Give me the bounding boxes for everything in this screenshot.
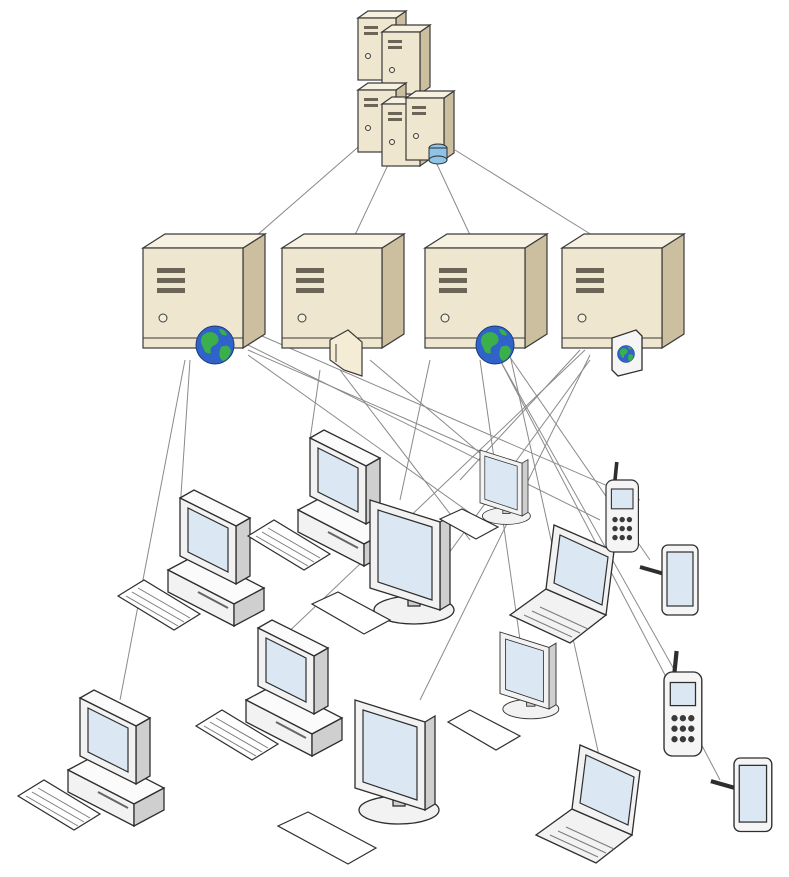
cell-phone-icon <box>604 460 641 554</box>
keyboard-icon <box>438 508 500 540</box>
web-page-server-icon <box>561 233 685 377</box>
file-server-icon <box>281 233 405 377</box>
laptop-icon <box>535 744 641 864</box>
lcd-monitor-icon <box>354 699 440 825</box>
folder-icon <box>329 329 363 377</box>
desktop-computer-icon <box>195 619 343 761</box>
desktop-computer-icon <box>117 489 265 631</box>
keyboard-icon <box>310 591 392 635</box>
server-cluster-icon <box>357 10 455 167</box>
connection-lines <box>119 127 721 781</box>
globe-icon <box>195 325 235 365</box>
lcd-monitor-icon <box>479 449 531 525</box>
desktop-computer-icon <box>17 689 165 831</box>
web-server-icon <box>142 233 266 365</box>
cell-phone-icon <box>664 651 702 756</box>
web-document-icon <box>611 329 643 377</box>
globe-icon <box>475 325 515 365</box>
tablet-icon <box>711 758 772 832</box>
database-icon <box>428 143 448 165</box>
laptop-icon <box>509 524 615 644</box>
tablet-icon <box>638 543 700 617</box>
web-server-icon <box>424 233 548 365</box>
keyboard-icon <box>446 709 522 751</box>
keyboard-icon <box>276 811 378 865</box>
lcd-monitor-icon <box>499 631 560 720</box>
